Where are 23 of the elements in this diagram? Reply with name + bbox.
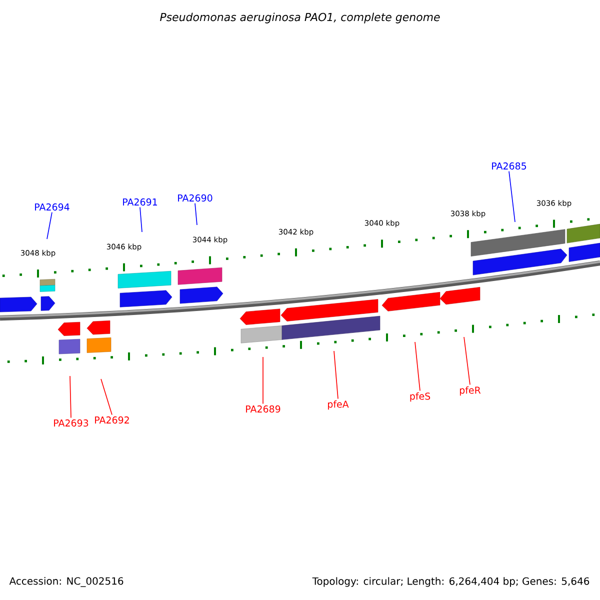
gene-label: PA2692 — [95, 416, 129, 424]
leader-line — [70, 376, 72, 418]
gene-label: pfeR — [460, 386, 481, 396]
leader-line — [262, 356, 264, 404]
genome-info-text: Topology: circular; Length: 6,264,404 bp; Genes: 5,646 — [312, 577, 590, 587]
leader-line — [414, 342, 420, 392]
leader-line — [140, 206, 142, 232]
title: Pseudomonas aeruginosa PAO1, complete genome — [160, 12, 440, 24]
gene-label: pfeA — [328, 400, 349, 410]
leader-line — [100, 378, 112, 416]
accession-text: Accession: NC_002516 — [9, 577, 124, 587]
gene-label: PA2685 — [492, 162, 526, 170]
gene-label: pfeS — [410, 392, 430, 402]
gene-label: PA2689 — [246, 405, 280, 413]
leader-line — [194, 202, 198, 226]
gene-label: PA2693 — [54, 419, 88, 427]
gene-label: PA2691 — [123, 198, 157, 206]
leader-line — [334, 350, 338, 400]
leader-line — [464, 336, 470, 386]
gene-label: PA2694 — [35, 203, 70, 211]
leader-line — [508, 170, 516, 222]
gene-label: PA2690 — [178, 194, 212, 202]
leader-line — [46, 212, 52, 240]
